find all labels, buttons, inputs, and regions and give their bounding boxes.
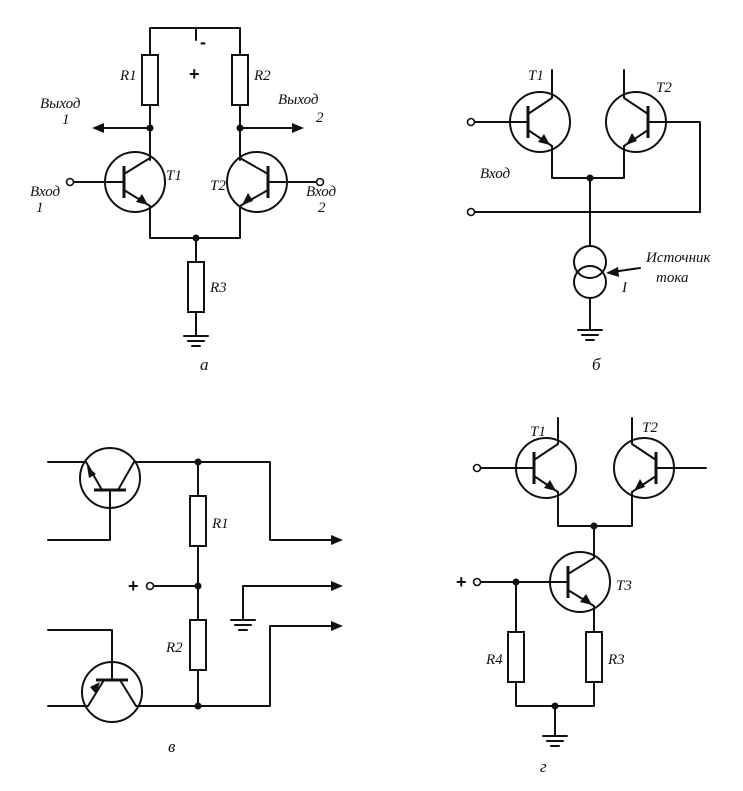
label-r3: R3	[209, 280, 227, 296]
caption-b: б	[592, 355, 601, 374]
label-t1-b: T1	[528, 68, 544, 84]
label-input2-num: 2	[318, 200, 326, 216]
resistor-r4	[507, 631, 525, 683]
transistor-t3	[480, 551, 611, 613]
label-r3-g: R3	[607, 652, 625, 668]
label-t1: T1	[166, 168, 182, 184]
label-t2: T2	[210, 178, 226, 194]
resistor-r3	[187, 261, 205, 313]
label-r2: R2	[253, 68, 271, 84]
label-source-1: Источник	[645, 250, 712, 266]
diagram-g: T1 T2 T3 R4 R3 + г	[456, 417, 707, 776]
input1-terminal	[65, 177, 75, 187]
label-source-2: тока	[656, 270, 688, 286]
resistor-r3-g	[585, 631, 603, 683]
diagram-b: T1 T2 Вход Источник тока I б	[466, 68, 712, 374]
label-output1: Выход	[40, 96, 81, 112]
caption-a: а	[200, 355, 209, 374]
transistor-t2-g	[613, 417, 707, 499]
resistor-r2-v	[189, 619, 207, 671]
diagram-a: R1 R2 R3 T1 T2 Выход 1 Выход 2 Вход 1 Вх…	[30, 27, 337, 374]
input-terminal-g1	[472, 463, 482, 473]
ground-icon-v	[230, 619, 256, 631]
transistor-t1	[73, 151, 166, 213]
plus-terminal-g	[472, 577, 482, 587]
caption-v: в	[168, 737, 176, 756]
ground-icon	[183, 335, 209, 347]
label-t2-g: T2	[642, 420, 658, 436]
label-output2-num: 2	[316, 110, 324, 126]
label-input-b: Вход	[480, 166, 511, 182]
label-output2: Выход	[278, 92, 319, 108]
label-r4: R4	[485, 652, 503, 668]
ground-icon-g	[542, 735, 568, 747]
transistor-bottom-v	[47, 625, 336, 723]
label-input1-num: 1	[36, 200, 44, 216]
transistor-t2	[226, 151, 317, 213]
label-input2: Вход	[306, 184, 337, 200]
diagram-v: R1 R2 + в	[47, 447, 343, 756]
current-source-icon	[573, 245, 607, 299]
label-output1-num: 1	[62, 112, 70, 128]
input-terminal-b1	[466, 117, 476, 127]
label-current: I	[621, 280, 628, 296]
label-t2-b: T2	[656, 80, 672, 96]
transistor-top-v	[47, 447, 336, 541]
transistor-t1-g	[480, 417, 577, 499]
input2-terminal	[315, 177, 325, 187]
label-t3: T3	[616, 578, 632, 594]
input-terminal-b2	[466, 207, 476, 217]
label-plus-g: +	[456, 572, 467, 592]
caption-g: г	[540, 757, 547, 776]
plus-terminal-v	[145, 581, 155, 591]
label-r1: R1	[119, 68, 137, 84]
ground-icon-b	[577, 329, 603, 341]
transistor-t2-b	[605, 69, 701, 213]
resistor-r1-v	[189, 495, 207, 547]
label-plus-v: +	[128, 576, 139, 596]
resistor-r1	[141, 54, 159, 106]
label-t1-g: T1	[530, 424, 546, 440]
transistor-t1-b	[474, 69, 571, 153]
label-r1-v: R1	[211, 516, 229, 532]
resistor-r2	[231, 54, 249, 106]
supply-plus: +	[189, 64, 200, 84]
supply-minus: -	[200, 32, 206, 52]
label-input1: Вход	[30, 184, 61, 200]
label-r2-v: R2	[165, 640, 183, 656]
